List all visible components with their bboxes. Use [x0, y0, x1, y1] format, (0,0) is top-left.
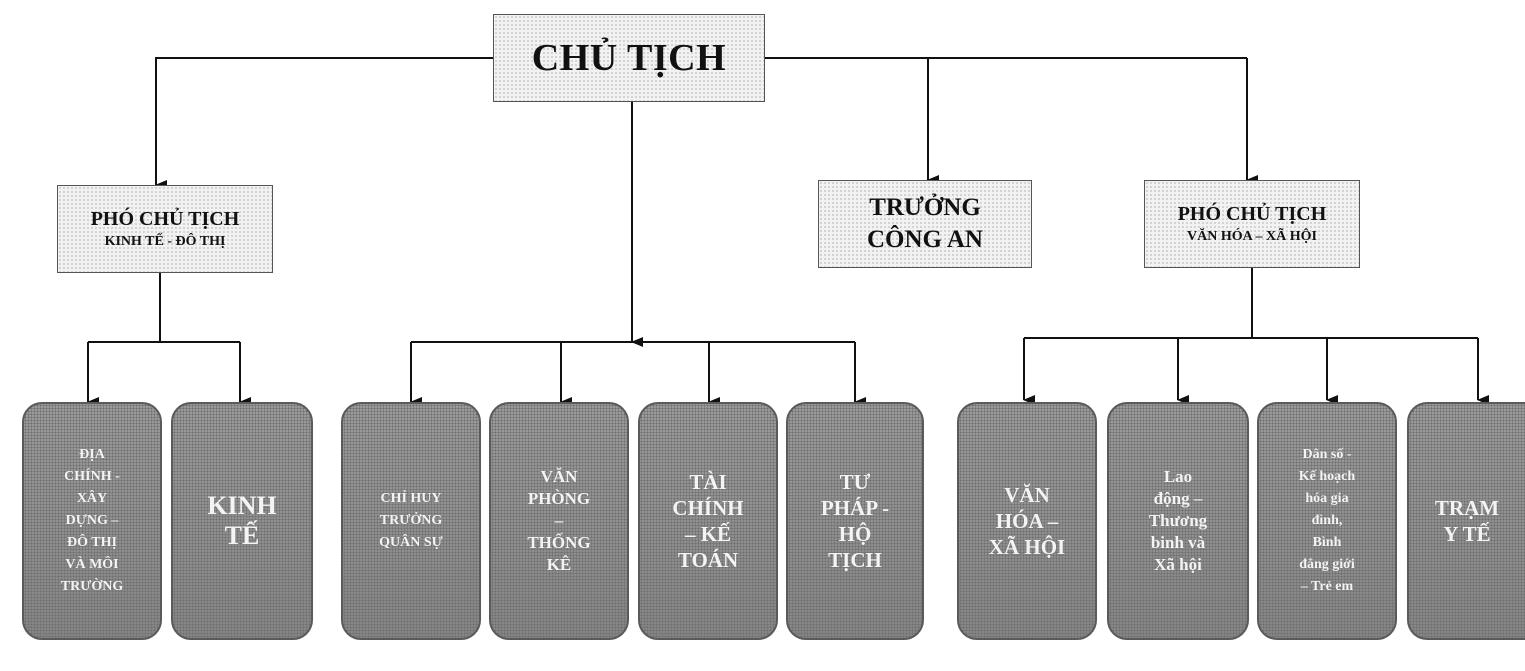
dept-economy: KINH TẾ — [171, 402, 313, 640]
dept-label: TƯ PHÁP - HỘ TỊCH — [820, 470, 890, 572]
chairman-label: CHỦ TỊCH — [531, 37, 727, 79]
vice-chair-culture-box: PHÓ CHỦ TỊCH VĂN HÓA – XÃ HỘI — [1144, 180, 1360, 268]
dept-label: VĂN HÓA – XÃ HỘI — [988, 483, 1066, 559]
line-chair-to-vp-economy — [155, 57, 493, 190]
dept-label: KINH TẾ — [207, 491, 277, 550]
police-chief-box: TRƯỞNG CÔNG AN — [818, 180, 1032, 268]
dept-label: TRẠM Y TẾ — [1434, 496, 1500, 546]
vice-chair-economy-box: PHÓ CHỦ TỊCH KINH TẾ - ĐÔ THỊ — [57, 185, 273, 273]
vice-chair-economy-subtitle: KINH TẾ - ĐÔ THỊ — [104, 234, 226, 249]
dept-culture-society: VĂN HÓA – XÃ HỘI — [957, 402, 1097, 640]
chairman-box: CHỦ TỊCH — [493, 14, 765, 102]
dept-health-station: TRẠM Y TẾ — [1407, 402, 1525, 640]
dept-label: VĂN PHÒNG – THỐNG KÊ — [527, 467, 591, 574]
vice-chair-economy-title: PHÓ CHỦ TỊCH — [90, 208, 240, 230]
dept-label: CHỈ HUY TRƯỞNG QUÂN SỰ — [379, 491, 443, 550]
dept-land-construction: ĐỊA CHÍNH - XÂY DỰNG – ĐÔ THỊ VÀ MÔI TRƯ… — [22, 402, 162, 640]
dept-finance-accounting: TÀI CHÍNH – KẾ TOÁN — [638, 402, 778, 640]
vice-chair-culture-title: PHÓ CHỦ TỊCH — [1177, 203, 1327, 225]
police-chief-line2: CÔNG AN — [867, 226, 983, 253]
dept-military-command: CHỈ HUY TRƯỞNG QUÂN SỰ — [341, 402, 481, 640]
dept-justice-civil-status: TƯ PHÁP - HỘ TỊCH — [786, 402, 924, 640]
vice-chair-culture-subtitle: VĂN HÓA – XÃ HỘI — [1187, 229, 1317, 244]
dept-population-family: Dân số - Kế hoạch hóa gia đình, Bình đẳn… — [1257, 402, 1397, 640]
dept-label: TÀI CHÍNH – KẾ TOÁN — [672, 470, 744, 572]
dept-label: ĐỊA CHÍNH - XÂY DỰNG – ĐÔ THỊ VÀ MÔI TRƯ… — [60, 447, 124, 594]
dept-office-statistics: VĂN PHÒNG – THỐNG KÊ — [489, 402, 629, 640]
police-chief-line1: TRƯỞNG — [869, 194, 981, 221]
dept-label: Dân số - Kế hoạch hóa gia đình, Bình đẳn… — [1298, 447, 1356, 594]
dept-labor-invalids: Lao động – Thương binh và Xã hội — [1107, 402, 1249, 640]
dept-label: Lao động – Thương binh và Xã hội — [1148, 467, 1208, 574]
